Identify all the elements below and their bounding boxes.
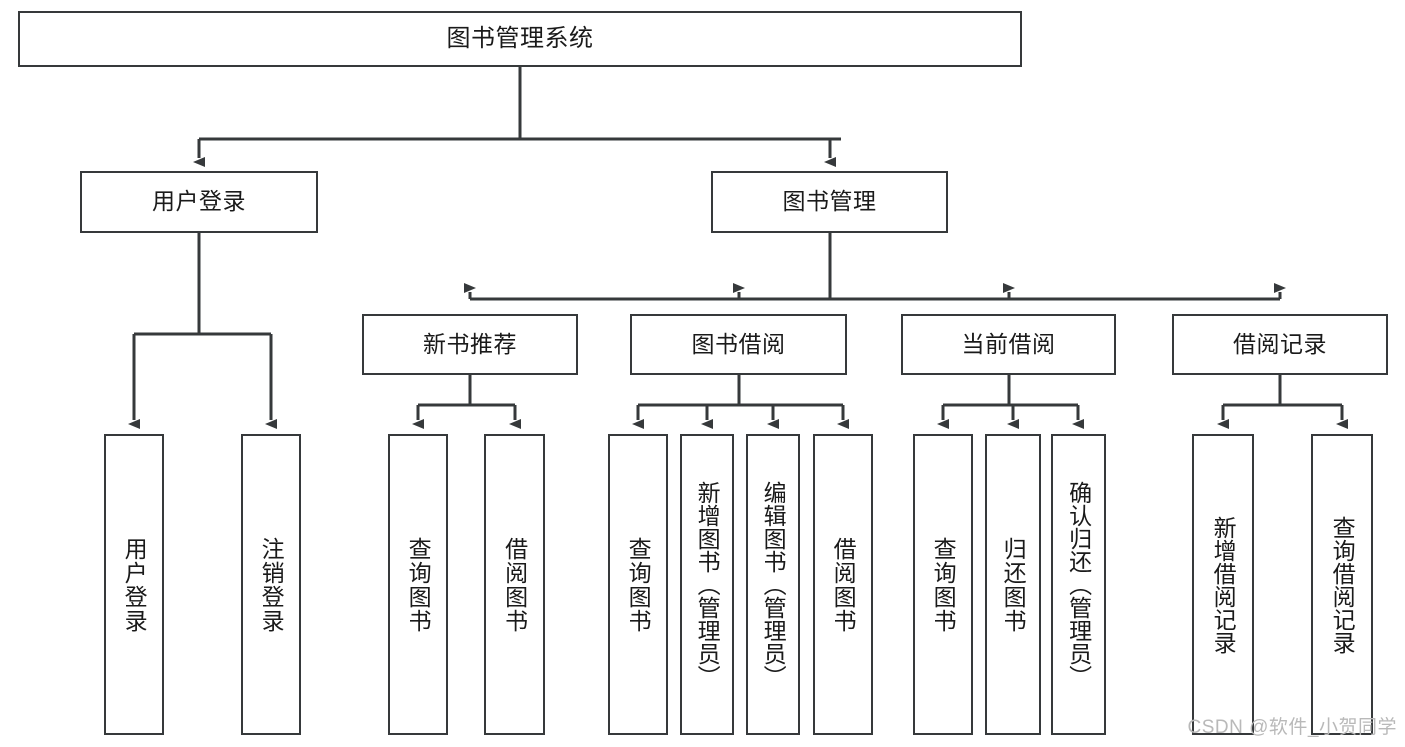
node-leaf-8[interactable]: 查询图书 bbox=[913, 434, 973, 735]
node-leaf-0[interactable]: 用户登录 bbox=[104, 434, 164, 735]
watermark-label: CSDN @软件_小贺同学 bbox=[1187, 717, 1397, 738]
node-level3-2[interactable]: 当前借阅 bbox=[901, 314, 1116, 375]
node-leaf-11[interactable]: 新增借阅记录 bbox=[1192, 434, 1254, 735]
node-root[interactable]: 图书管理系统 bbox=[18, 11, 1022, 67]
node-leaf-4[interactable]: 查询图书 bbox=[608, 434, 668, 735]
node-level2-1[interactable]: 图书管理 bbox=[711, 171, 948, 233]
node-leaf-12[interactable]: 查询借阅记录 bbox=[1311, 434, 1373, 735]
node-level3-1[interactable]: 图书借阅 bbox=[630, 314, 847, 375]
node-leaf-5[interactable]: 新增图书（管理员） bbox=[680, 434, 734, 735]
node-leaf-3[interactable]: 借阅图书 bbox=[484, 434, 545, 735]
node-level3-0[interactable]: 新书推荐 bbox=[362, 314, 578, 375]
node-level2-0[interactable]: 用户登录 bbox=[80, 171, 318, 233]
node-leaf-7[interactable]: 借阅图书 bbox=[813, 434, 873, 735]
node-leaf-1[interactable]: 注销登录 bbox=[241, 434, 301, 735]
node-leaf-10[interactable]: 确认归还（管理员） bbox=[1051, 434, 1106, 735]
node-leaf-2[interactable]: 查询图书 bbox=[388, 434, 448, 735]
node-leaf-6[interactable]: 编辑图书（管理员） bbox=[746, 434, 800, 735]
node-leaf-9[interactable]: 归还图书 bbox=[985, 434, 1041, 735]
node-level3-3[interactable]: 借阅记录 bbox=[1172, 314, 1388, 375]
